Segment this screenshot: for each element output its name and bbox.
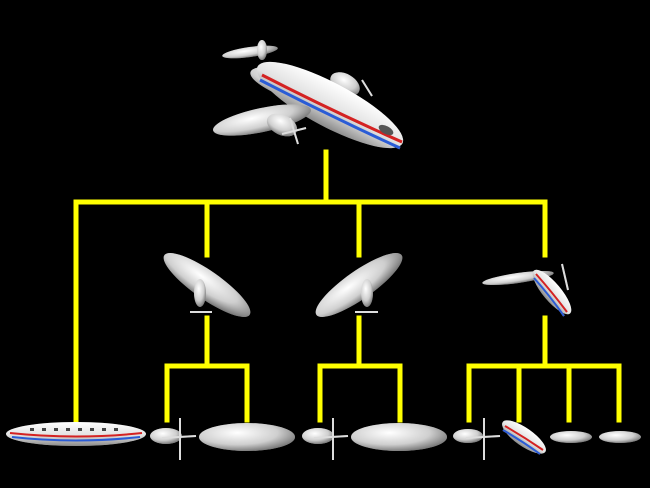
right-wing-icon bbox=[315, 253, 403, 317]
right-engine-nacelle-icon bbox=[351, 423, 447, 451]
vertical-stabilizer-icon bbox=[599, 431, 641, 443]
right-propeller-icon bbox=[302, 418, 349, 460]
left-propeller-icon bbox=[150, 418, 197, 460]
tail-propeller-icon bbox=[453, 418, 501, 460]
tail-fuselage-icon bbox=[502, 420, 546, 455]
horizontal-stabilizer-icon bbox=[550, 431, 592, 443]
tail-assembly-icon bbox=[482, 263, 572, 317]
left-wing-icon bbox=[163, 253, 251, 317]
left-engine-nacelle-icon bbox=[199, 423, 295, 451]
airplane-icon bbox=[213, 40, 404, 150]
connector-lines bbox=[73, 149, 622, 423]
fuselage-icon bbox=[6, 422, 146, 446]
